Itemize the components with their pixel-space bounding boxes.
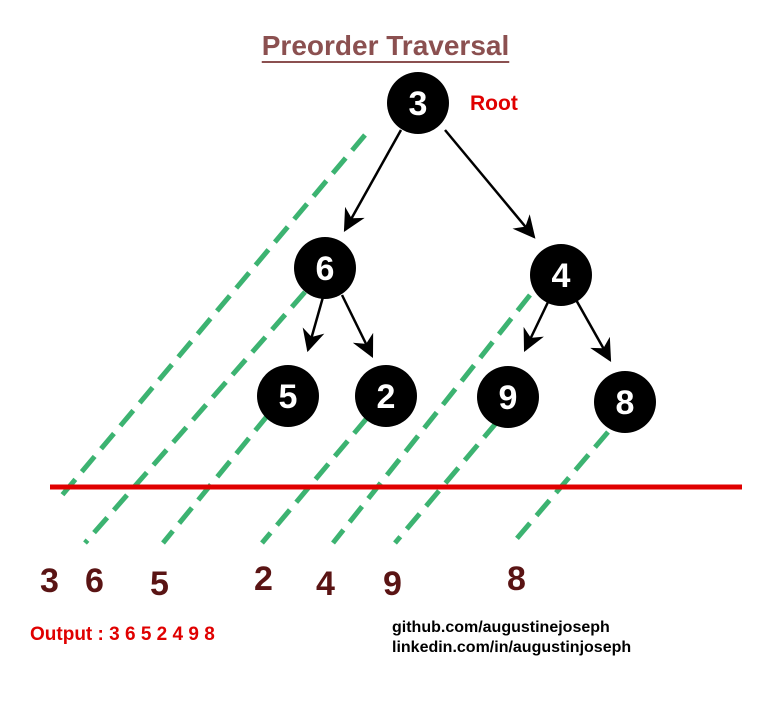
node-6-label: 6 (316, 250, 335, 288)
edge-4-8 (573, 297, 612, 362)
node-2-label: 2 (377, 378, 396, 416)
traversal-guides (56, 133, 610, 545)
output-number: 5 (150, 565, 169, 603)
page-title: Preorder Traversal (261, 30, 510, 61)
node-3-label: 3 (409, 85, 428, 123)
node-9: 9 (477, 366, 539, 428)
node-4-label: 4 (552, 257, 571, 295)
tree-edges (302, 129, 612, 362)
guide-line (83, 290, 307, 545)
output-number: 8 (507, 560, 526, 598)
edge-4-9 (523, 299, 551, 353)
output-number: 3 (40, 562, 59, 600)
guide-line (161, 413, 270, 545)
output-number: 6 (85, 562, 104, 600)
edge-6-5 (302, 296, 325, 353)
guide-line (331, 293, 532, 545)
output-number: 2 (254, 560, 273, 598)
node-8: 8 (594, 371, 656, 433)
node-6: 6 (294, 237, 356, 299)
tree-nodes: 3 6 4 5 2 9 8 (257, 72, 656, 433)
node-5: 5 (257, 365, 319, 427)
output-number: 9 (383, 565, 402, 603)
guide-line (260, 416, 369, 545)
guide-line (56, 133, 367, 502)
node-8-label: 8 (616, 384, 635, 422)
node-4: 4 (530, 244, 592, 306)
root-label: Root (470, 92, 518, 115)
node-9-label: 9 (499, 379, 518, 417)
guide-line (393, 420, 499, 545)
github-link[interactable]: github.com/augustinejoseph (392, 619, 610, 636)
node-5-label: 5 (279, 378, 298, 416)
edge-3-4 (444, 129, 536, 239)
output-text: Output : 3 6 5 2 4 9 8 (30, 624, 215, 645)
edge-3-6 (343, 129, 403, 232)
output-number: 4 (316, 565, 335, 603)
linkedin-link[interactable]: linkedin.com/in/augustinjoseph (392, 639, 632, 656)
node-2: 2 (355, 365, 417, 427)
node-3: 3 (387, 72, 449, 134)
edge-6-2 (340, 294, 374, 359)
credits: github.com/augustinejoseph linkedin.com/… (392, 618, 631, 658)
